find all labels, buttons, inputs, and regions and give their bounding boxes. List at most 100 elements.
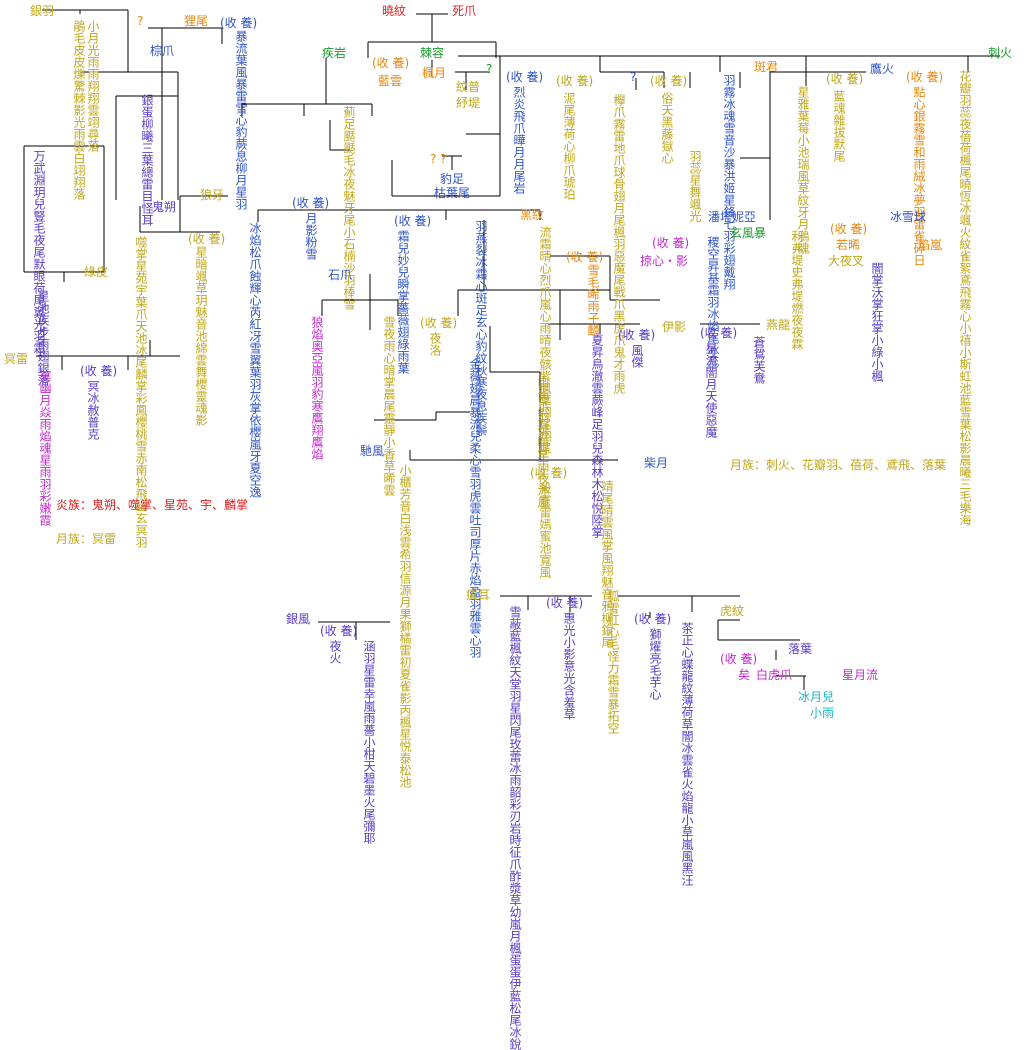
node-jirong: 棘容 [420,46,445,60]
node-pinger: 瘨耳 [466,588,491,602]
node-xiaoyu: 小雨 [810,706,835,720]
column-c43: 惠光小影意光含羞草 [562,612,576,720]
column-c23: 雪毛晞雨子麟 [586,264,600,336]
column-c42: 雪蔽藍楓紋天堂羽星閃尾玫蕾冰雨韶彩刃岩時征爪酢漿草幼嵐月楓蛋蛋伊藍松尾冰銳 [508,606,522,1050]
column-c11: 羽霧冰魂雪音沙暴洪姬星鋒七羽彩翅戴翔 [722,74,736,290]
column-c30: 風傑 [630,344,644,368]
node-xingyueliu: 星月流 [842,668,879,682]
node-shou-yang-c: (收 養) [506,70,544,84]
node-question-1: ? [137,14,144,28]
family-tree-diagram: 銀羽 ? 狸尾 棕爪 鵑毛皮皮爍驚棘影光雨雲白翊翔落 小月光雨雨翔翔雲翊尋落 銀… [4,4,1013,1050]
node-shou-yang-i: (收 養) [292,196,330,210]
node-fengyue: 楓月 [422,66,447,80]
column-c20: 霜兒妙兒瞬掌薔薇翅綠雨葉 [396,230,410,374]
node-zongzhua: 棕爪 [150,44,175,58]
column-c5: 暴流葉風暴雷雪心豹蕨息柳月星羽 [234,30,248,210]
node-yanrong: 焰嵐 [918,238,943,252]
node-shou-yang-e: (收 養) [650,74,688,88]
node-jieyu: 矣 [738,668,751,682]
node-shou-yang-u: (收 養) [320,624,358,638]
legend-yue-clan-2: 月族：刺火、花瓣羽、蓓荷、鳶飛、落葉 [730,458,947,472]
column-c24: 狼焰奧亞嵐羽豹寒鷹翔鷹焰 [310,316,324,460]
node-wenpu: 紋普 [456,80,481,94]
column-c29: 夏昇鳥澈雲蕨峰足羽兒森林木松悅陸掌 [590,334,604,538]
column-c2: 小月光雨雨翔翔雲翊尋落 [86,20,100,152]
column-c14: 點心銀霧雪和雨絨冰夢羽雷雀碎日 [912,86,926,266]
column-c48: 冥幽月焱雨焰魂星雨羽彩嫩霞 [38,370,52,526]
node-huwen: 虎紋 [720,604,745,618]
column-c37: 羽蕊星舞颯光 [688,150,702,222]
node-jiechi: (收 養) [830,222,868,236]
node-juexin: 掠心・影 [640,254,689,268]
node-lanyun: 藍雲 [378,74,403,88]
node-dayecha: 大夜叉 [828,254,865,268]
legend-yan-clan: 炎族：鬼朔、噬掌、星苑、宇、麟掌 [56,498,249,512]
node-shiti: 紓堤 [456,96,481,110]
column-c45: 茶正心蝶龍紋薄荷草闇冰雲雀火焰龍小草嵐風黑汪 [680,622,694,886]
node-chaiyue: 柴月 [644,456,669,470]
node-pan: 潘塔妮亞 [708,210,757,224]
node-maopu: 綠皮 [84,265,109,279]
node-limao: 狸尾 [184,14,209,28]
node-kuye: 枯葉尾 [434,186,471,200]
column-c26: 夜洛 [428,332,442,356]
node-bingyueer: 冰月兒 [798,690,835,704]
node-shou-yang-q: (收 養) [530,466,568,480]
column-c6: 薊足颳颳毛冰夜魅牙尾小石楠沙羽棒雪 [342,106,356,310]
column-c3: 銀蛋柳曦三葉總雷目怪耳 [140,94,154,226]
column-c8: 泥尾薄荷心柳爪琥珀 [562,92,576,200]
node-jiyan: 疾岩 [322,46,347,60]
column-c33: 利弗堤史弗堤燃夜夜霖 [790,230,804,350]
node-luoye: 落葉 [788,642,813,656]
node-baihuzhua: 白虎爪 [756,668,793,682]
column-c1: 鵑毛皮皮爍驚棘影光雨雲白翊翔落 [72,20,86,200]
node-shou-yang-s: (收 養) [634,612,672,626]
column-c32: 蒼鴛芙鴦 [752,336,766,384]
node-xiaowen: 曉紋 [382,4,407,18]
node-heiwen: 黑紋 [520,208,545,222]
column-c47: 涵羽星雷幸嵐雨薔小柑天碧墨火尾彌耶 [362,640,376,844]
node-shou-yang-p: (收 養) [80,364,118,378]
node-ruoxi: 若晞 [836,238,861,252]
column-c9: 欅爪霧雷地爪球骨翅月尾楓羽惡魔尾戰爪黑虎爪鬼才雨虎 [612,94,626,394]
node-banjun: 斑君 [754,60,779,74]
node-shou-yang-g: (收 養) [906,70,944,84]
column-c7: 烈炎飛爪曄月月尾岩 [512,86,526,194]
legend-yue-clan: 月族：冥雷 [56,532,117,546]
column-c18: 冰焰松爪蝕輝心芮紅冴雪翼葉羽灰掌依櫻嵐牙夏空逸 [248,222,262,498]
node-shou-yang-j: (收 養) [394,214,432,228]
node-bingxueqiu: 冰雪球 [890,210,927,224]
column-c38: 小櫃芳音白浅雲希羽信源月果獅橘雷初夏雀影丙楓星悦泰松池 [398,464,412,788]
column-c46: 夜火 [328,640,342,664]
node-cihuo: 刺火 [988,46,1013,60]
node-shizhua: 石爪 [328,268,353,282]
column-c41: 狐雪紅心毛怪力霜雪暴拓空 [606,590,620,734]
node-shou-yang-d: (收 養) [556,74,594,88]
column-c15: 花瓣羽蕊夜蓓荷楓尾曉恆冰颯火紋雀絮鳶飛霧心小禧小斯虹池藍雪葉松影晨曦三毛樂海 [958,70,972,526]
column-c27: 金薇翅晨暴流兒柔心雪羽虎雲吐司厚片赤焰盈羽雅雲心羽 [468,358,482,658]
node-question-4: ? ? [430,152,447,166]
node-yanlong: 燕龍 [766,318,791,332]
node-bao-zu: 豹足 [440,172,465,186]
column-c35: 闇掌沃掌狂掌小綠小楓 [870,262,884,382]
column-c12: 星雅葉莓小池瑞風草紋牙月鴉魂 [796,86,810,254]
column-c40: 靖尾晴雲風掌風翔魅音鴉柳銀尾 [600,480,614,648]
node-sizhua: 死爪 [452,4,477,18]
node-shou-yang-h: (收 養) [188,232,226,246]
node-question-2: ? [486,62,493,76]
node-shou-yang-n: (收 養) [618,328,656,342]
column-c21: 羽燕裂冰霜心斑足玄心豹紋秋寒夜息疾鬃 [474,220,488,436]
node-shou-yang-k: (收 養) [566,250,604,264]
node-yiying: 伊影 [662,320,687,334]
node-shou-yang-m: (收 養) [420,316,458,330]
column-c44: 獅燿亮毛芋心 [648,628,662,700]
column-c31: 星流闇月天使惡魔 [704,342,718,438]
node-shou-yang-b: (收 養) [372,56,410,70]
node-yinyu: 銀羽 [30,4,55,18]
column-c17: 星暗颯草玥魅音池綿雲舞櫻靈魂影 [194,246,208,426]
column-c22: 流霜晴心烈爪嵐心雨晴夜骸紫鳳葉翔尾翔尾 [538,226,552,454]
column-c39: 殺靈雷嫣蜜池寬風 [538,482,552,578]
node-shou-yang-r: (收 養) [546,596,584,610]
column-c36: 稷空昇基霜羽冰焰尾冰蕊 [706,236,720,368]
node-chifeng: 馳風 [360,444,385,458]
